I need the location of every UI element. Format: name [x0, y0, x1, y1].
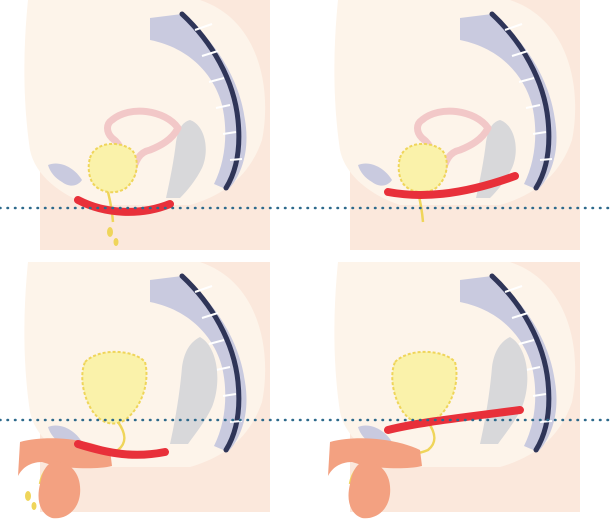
- leak-drop: [25, 491, 31, 501]
- leak-drop: [32, 502, 37, 510]
- panel-male-weak: [328, 262, 580, 518]
- leak-drop: [107, 227, 113, 237]
- vertebra-gap: [230, 159, 242, 160]
- vertebra-gap: [540, 159, 552, 160]
- panel-female-normal: [24, 0, 270, 250]
- bladder: [399, 144, 447, 192]
- panel-female-weak: [334, 0, 580, 250]
- leak-drop: [114, 238, 119, 246]
- panel-male-normal: [18, 262, 270, 518]
- vertebra-gap: [540, 421, 552, 422]
- bladder: [89, 144, 137, 192]
